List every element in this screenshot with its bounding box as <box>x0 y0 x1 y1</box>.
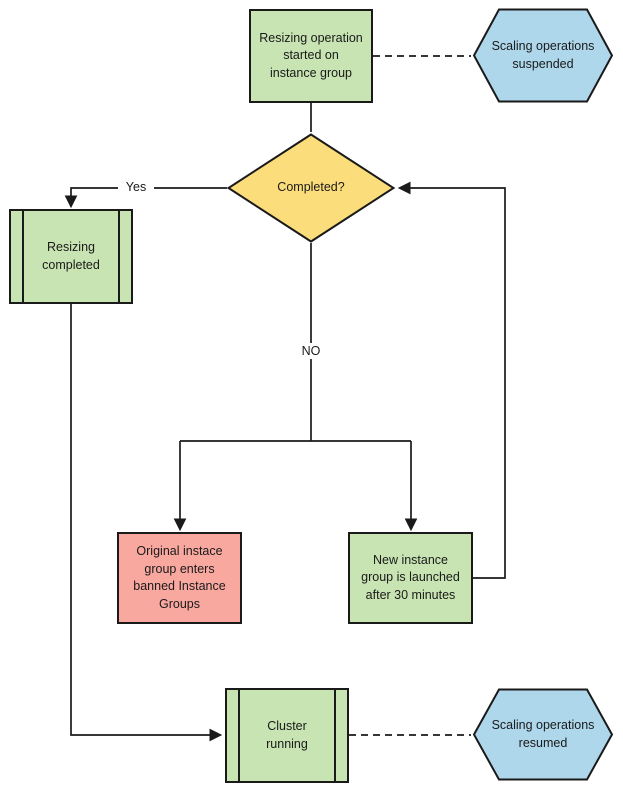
node-completed-decision: Completed? <box>226 133 396 243</box>
node-scaling-operations-suspended-label: Scaling operations suspended <box>491 39 595 71</box>
node-banned-instance-groups-label: Original instace group enters banned Ins… <box>133 544 226 611</box>
node-scaling-operations-resumed: Scaling operations resumed <box>472 688 614 781</box>
predefined-bar-right <box>334 690 336 781</box>
node-resizing-operation-started: Resizing operation started on instance g… <box>249 9 373 103</box>
node-resizing-operation-started-label: Resizing operation started on instance g… <box>259 30 363 80</box>
node-banned-instance-groups: Original instace group enters banned Ins… <box>117 532 242 624</box>
hexagon-shape <box>472 688 614 781</box>
edge-decision-yes-to-resizing-completed <box>64 187 227 209</box>
node-scaling-operations-suspended: Scaling operations suspended <box>472 8 614 103</box>
node-new-instance-group-label: New instance group is launched after 30 … <box>361 552 460 602</box>
node-cluster-running-label: Cluster running <box>266 719 308 751</box>
hexagon-shape <box>472 8 614 103</box>
node-resizing-completed-label: Resizing completed <box>42 240 100 272</box>
node-completed-decision-label: Completed? <box>277 180 345 195</box>
diamond-shape <box>226 133 396 243</box>
node-cluster-running: Cluster running <box>225 688 349 783</box>
node-new-instance-group: New instance group is launched after 30 … <box>348 532 473 624</box>
predefined-bar-left <box>238 690 240 781</box>
edge-label-yes-text: Yes <box>125 179 147 194</box>
edge-label-no-text: NO <box>301 344 321 358</box>
edge-label-no: NO <box>296 343 326 359</box>
predefined-bar-right <box>118 211 120 302</box>
predefined-bar-left <box>22 211 24 302</box>
node-resizing-completed: Resizing completed <box>9 209 133 304</box>
edge-new-group-to-decision <box>397 181 506 579</box>
edge-label-yes: Yes <box>118 178 154 195</box>
node-scaling-operations-resumed-label: Scaling operations resumed <box>491 718 595 750</box>
edge-resizing-completed-to-cluster <box>70 304 223 742</box>
